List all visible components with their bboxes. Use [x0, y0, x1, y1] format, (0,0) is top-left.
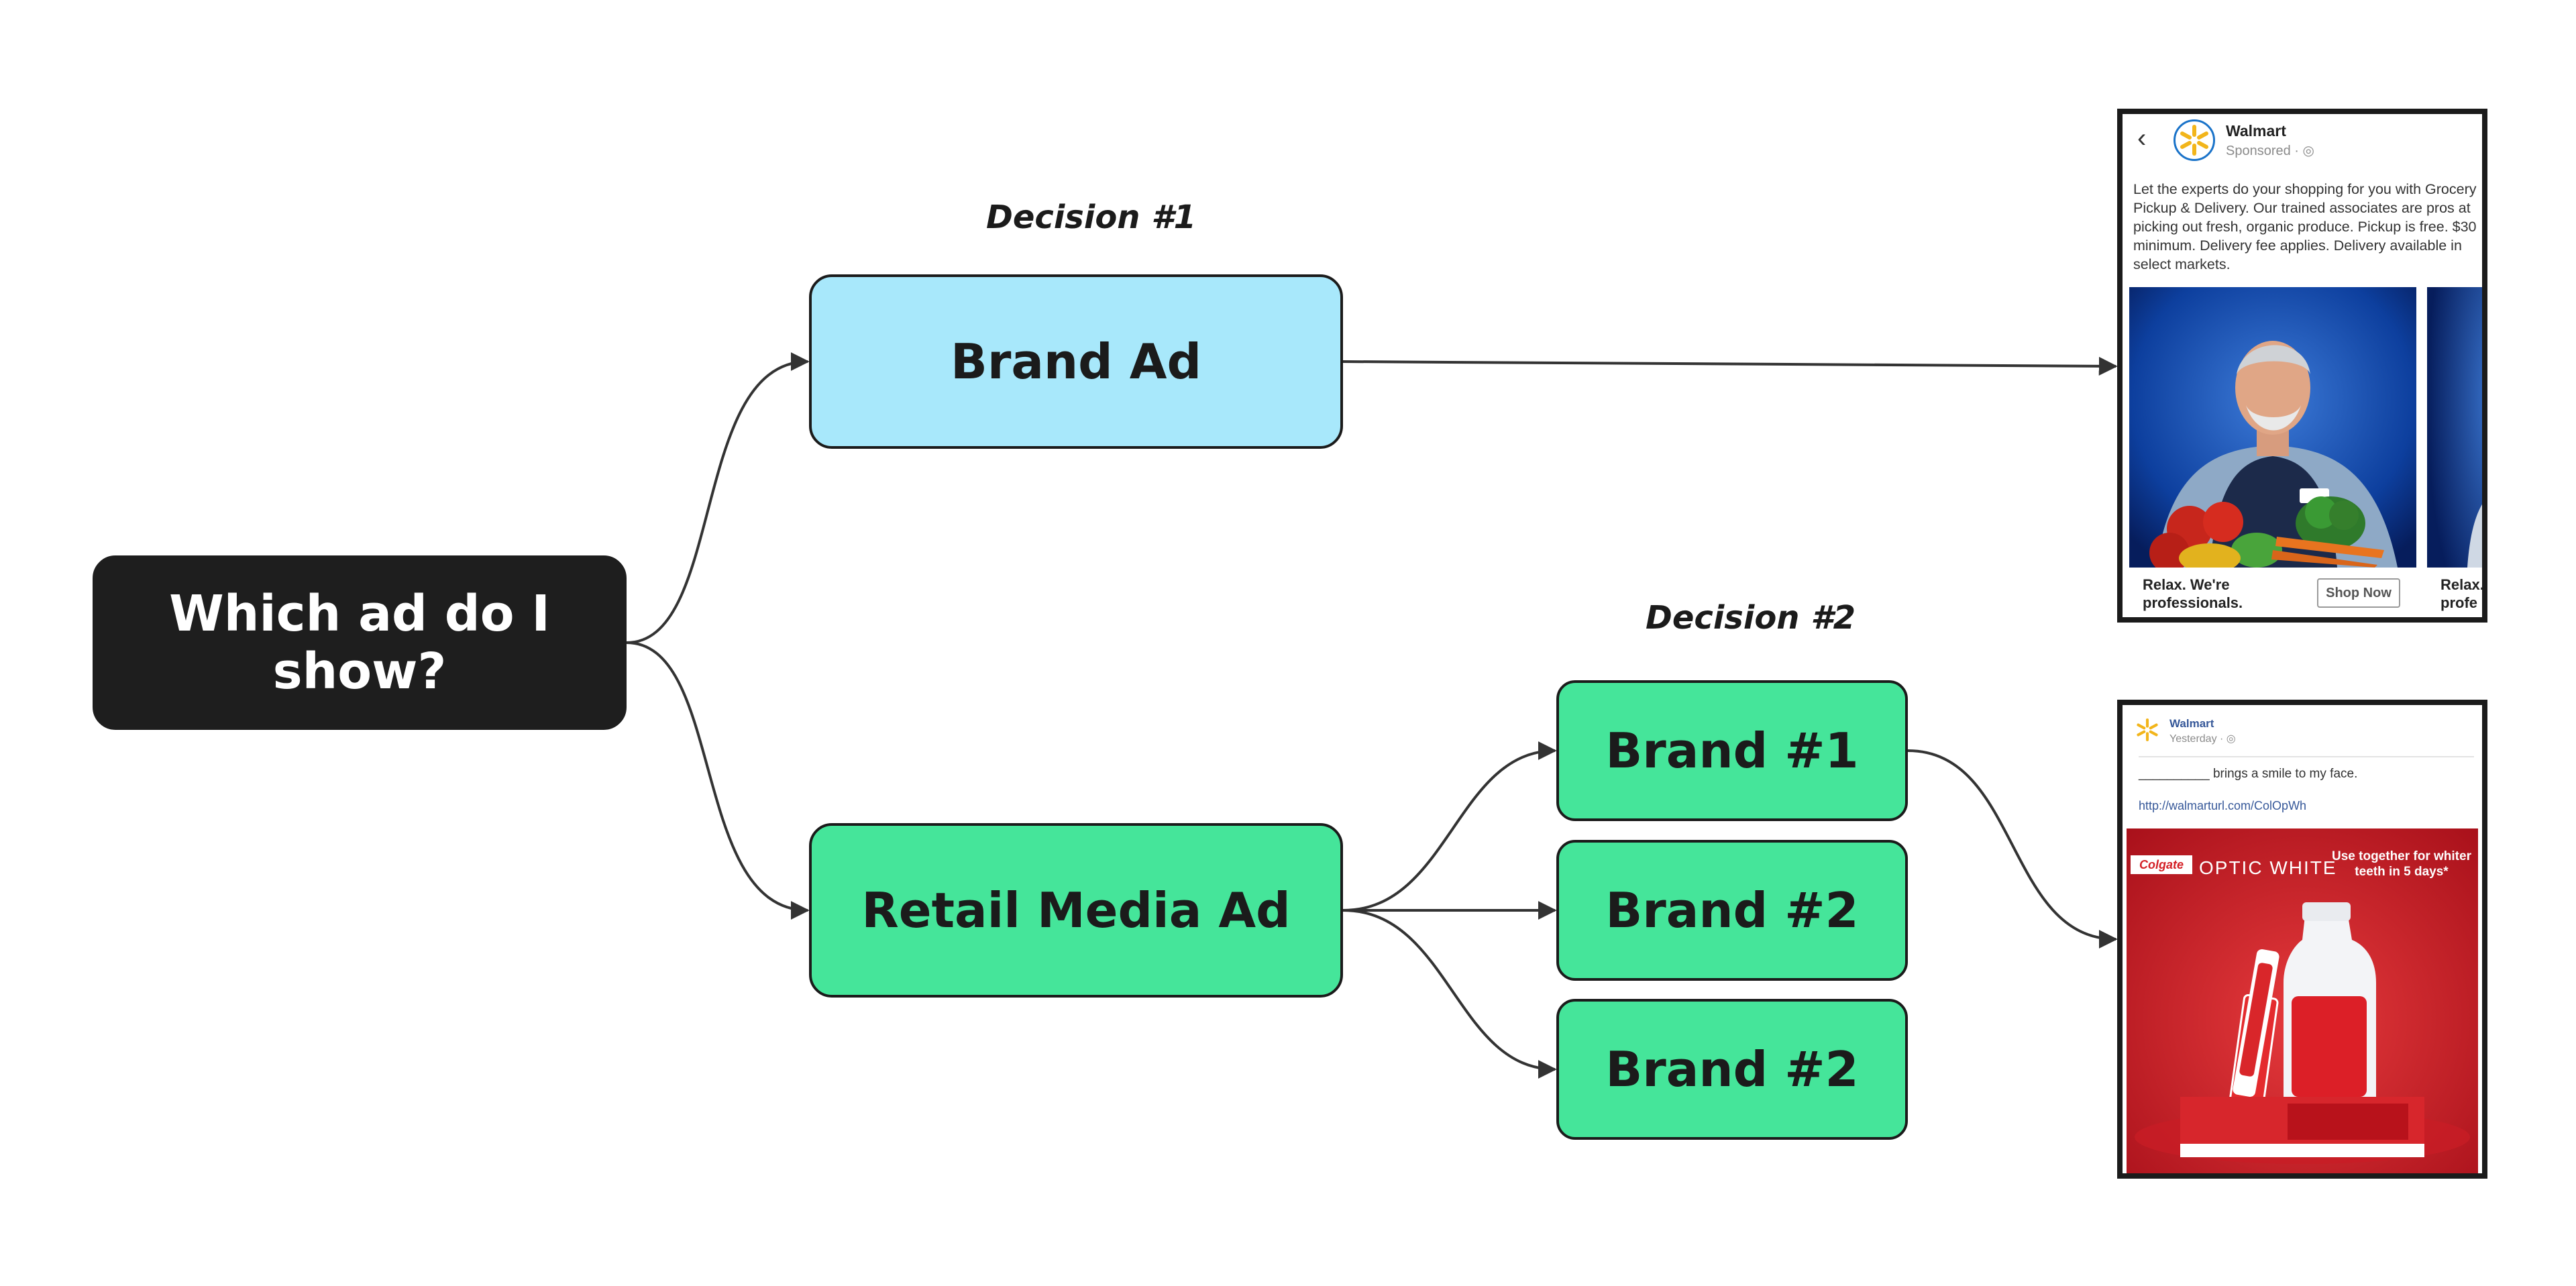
colgate-optic-white-creative: Colgate OPTIC WHITE Use together for whi… [2127, 828, 2478, 1173]
brand-2b-label: Brand #2 [1605, 1041, 1859, 1097]
brand-1-node[interactable]: Brand #1 [1556, 680, 1908, 821]
ad-page-name: Walmart [2169, 717, 2214, 730]
ad-timestamp: Yesterday · ◎ [2169, 733, 2236, 745]
shop-now-button[interactable]: Shop Now [2317, 578, 2400, 608]
decision-1-label: Decision #1 [986, 199, 1196, 236]
edge-brand-1-to-colgate-ad [1907, 749, 2118, 949]
header-divider [2139, 756, 2474, 757]
walmart-ad-thumbnail[interactable]: ‹ Walmart Sponsored · ◎ Let the experts … [2117, 109, 2487, 623]
root-question-node[interactable]: Which ad do I show? [93, 555, 627, 730]
ad-header: Walmart Yesterday · ◎ [2123, 705, 2482, 752]
brand-2b-node[interactable]: Brand #2 [1556, 999, 1908, 1140]
carousel-card-1[interactable]: Relax. We're professionals. Shop Now [2129, 287, 2416, 617]
root-question-label: Which ad do I show? [169, 585, 550, 700]
brand-ad-node[interactable]: Brand Ad [809, 274, 1343, 449]
edge-retail-to-brand-1 [1342, 741, 1557, 912]
ad-sponsored-label: Sponsored · ◎ [2226, 144, 2314, 158]
ad-page-name: Walmart [2226, 122, 2286, 140]
edge-retail-to-brand-2b [1342, 909, 1557, 1079]
ad-body-text: __________ brings a smile to my face. [2139, 767, 2358, 781]
walmart-spark-icon [2137, 718, 2158, 741]
decision-2-label: Decision #2 [1646, 599, 1856, 637]
colgate-ad-thumbnail[interactable]: Walmart Yesterday · ◎ __________ brings … [2117, 700, 2487, 1179]
tagline-text: Use together for whiter teeth in 5 days* [2332, 849, 2471, 879]
associate-with-produce-photo [2129, 287, 2416, 568]
product-name-text: OPTIC WHITE [2199, 857, 2337, 878]
carousel-card-2[interactable]: Relax. profe [2427, 287, 2484, 617]
back-arrow-icon[interactable]: ‹ [2137, 123, 2147, 153]
retail-media-ad-label: Retail Media Ad [861, 882, 1291, 939]
brand-ad-label: Brand Ad [950, 333, 1202, 390]
carousel-card-2-photo [2427, 287, 2482, 568]
ad-body-text: Let the experts do your shopping for you… [2133, 181, 2477, 272]
edge-root-to-brand-ad [626, 352, 810, 644]
brand-1-label: Brand #1 [1605, 722, 1859, 779]
brand-2a-node[interactable]: Brand #2 [1556, 840, 1908, 981]
edge-brand-ad-to-walmart-ad [1342, 356, 2118, 376]
colgate-logo-text: Colgate [2139, 858, 2184, 871]
edge-root-to-retail [626, 641, 810, 920]
carousel-card-2-caption: Relax. profe [2440, 576, 2484, 611]
ad-link[interactable]: http://walmarturl.com/ColOpWh [2139, 799, 2307, 812]
retail-media-ad-node[interactable]: Retail Media Ad [809, 823, 1343, 998]
brand-2a-label: Brand #2 [1605, 882, 1859, 939]
walmart-logo-icon [2174, 119, 2215, 161]
carousel-card-1-caption: Relax. We're professionals. [2143, 576, 2243, 611]
ad-header: ‹ Walmart Sponsored · ◎ [2123, 114, 2482, 168]
